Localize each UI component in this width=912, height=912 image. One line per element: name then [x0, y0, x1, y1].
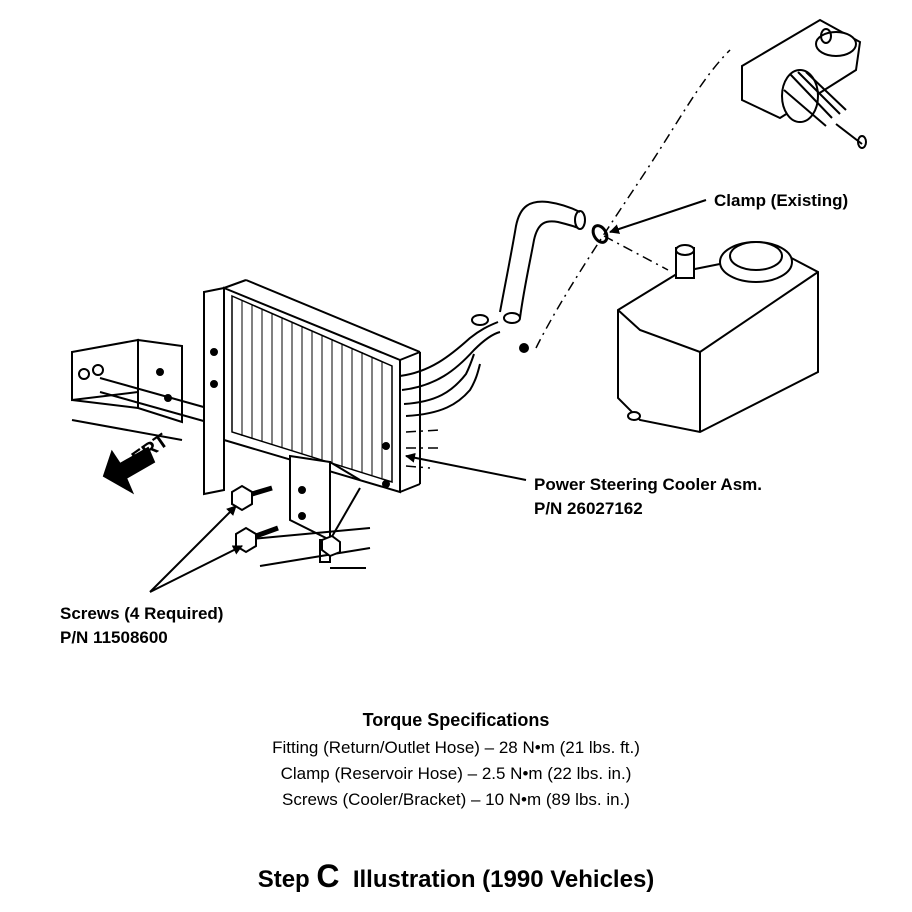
cooler-assembly [203, 279, 421, 496]
caption-step-letter: C [316, 858, 340, 894]
frt-arrow [102, 446, 156, 495]
steering-gear [741, 18, 867, 149]
screw-leader-2 [149, 545, 243, 593]
torque-line-clamp: Clamp (Reservoir Hose) – 2.5 N•m (22 lbs… [280, 764, 632, 783]
torque-line-screws: Screws (Cooler/Bracket) – 10 N•m (89 lbs… [282, 790, 630, 809]
left-frame-bracket [71, 338, 251, 441]
figure-caption: Step C Illustration (1990 Vehicles) [0, 858, 912, 895]
cooler-leader [405, 452, 527, 481]
screws-pn-label: P/N 11508600 [60, 628, 168, 647]
torque-title: Torque Specifications [362, 710, 550, 730]
clamp [591, 224, 609, 244]
caption-prefix: Step [257, 866, 317, 893]
clamp-leader [609, 199, 707, 234]
leader-arrows [149, 199, 707, 593]
caption-suffix: Illustration (1990 Vehicles) [339, 866, 655, 893]
torque-line-fitting: Fitting (Return/Outlet Hose) – 28 N•m (2… [272, 738, 640, 757]
screws-name-label: Screws (4 Required) [60, 604, 224, 623]
lower-bracket [239, 454, 371, 569]
screw-leader-1 [149, 505, 237, 593]
cooler-lines-and-hoses [399, 200, 586, 417]
clamp-label: Clamp (Existing) [714, 191, 849, 210]
routing-dash-lines [405, 49, 731, 469]
cooler-name-label: Power Steering Cooler Asm. [534, 475, 762, 494]
reservoir [617, 241, 819, 434]
cooler-pn-label: P/N 26027162 [534, 499, 643, 518]
